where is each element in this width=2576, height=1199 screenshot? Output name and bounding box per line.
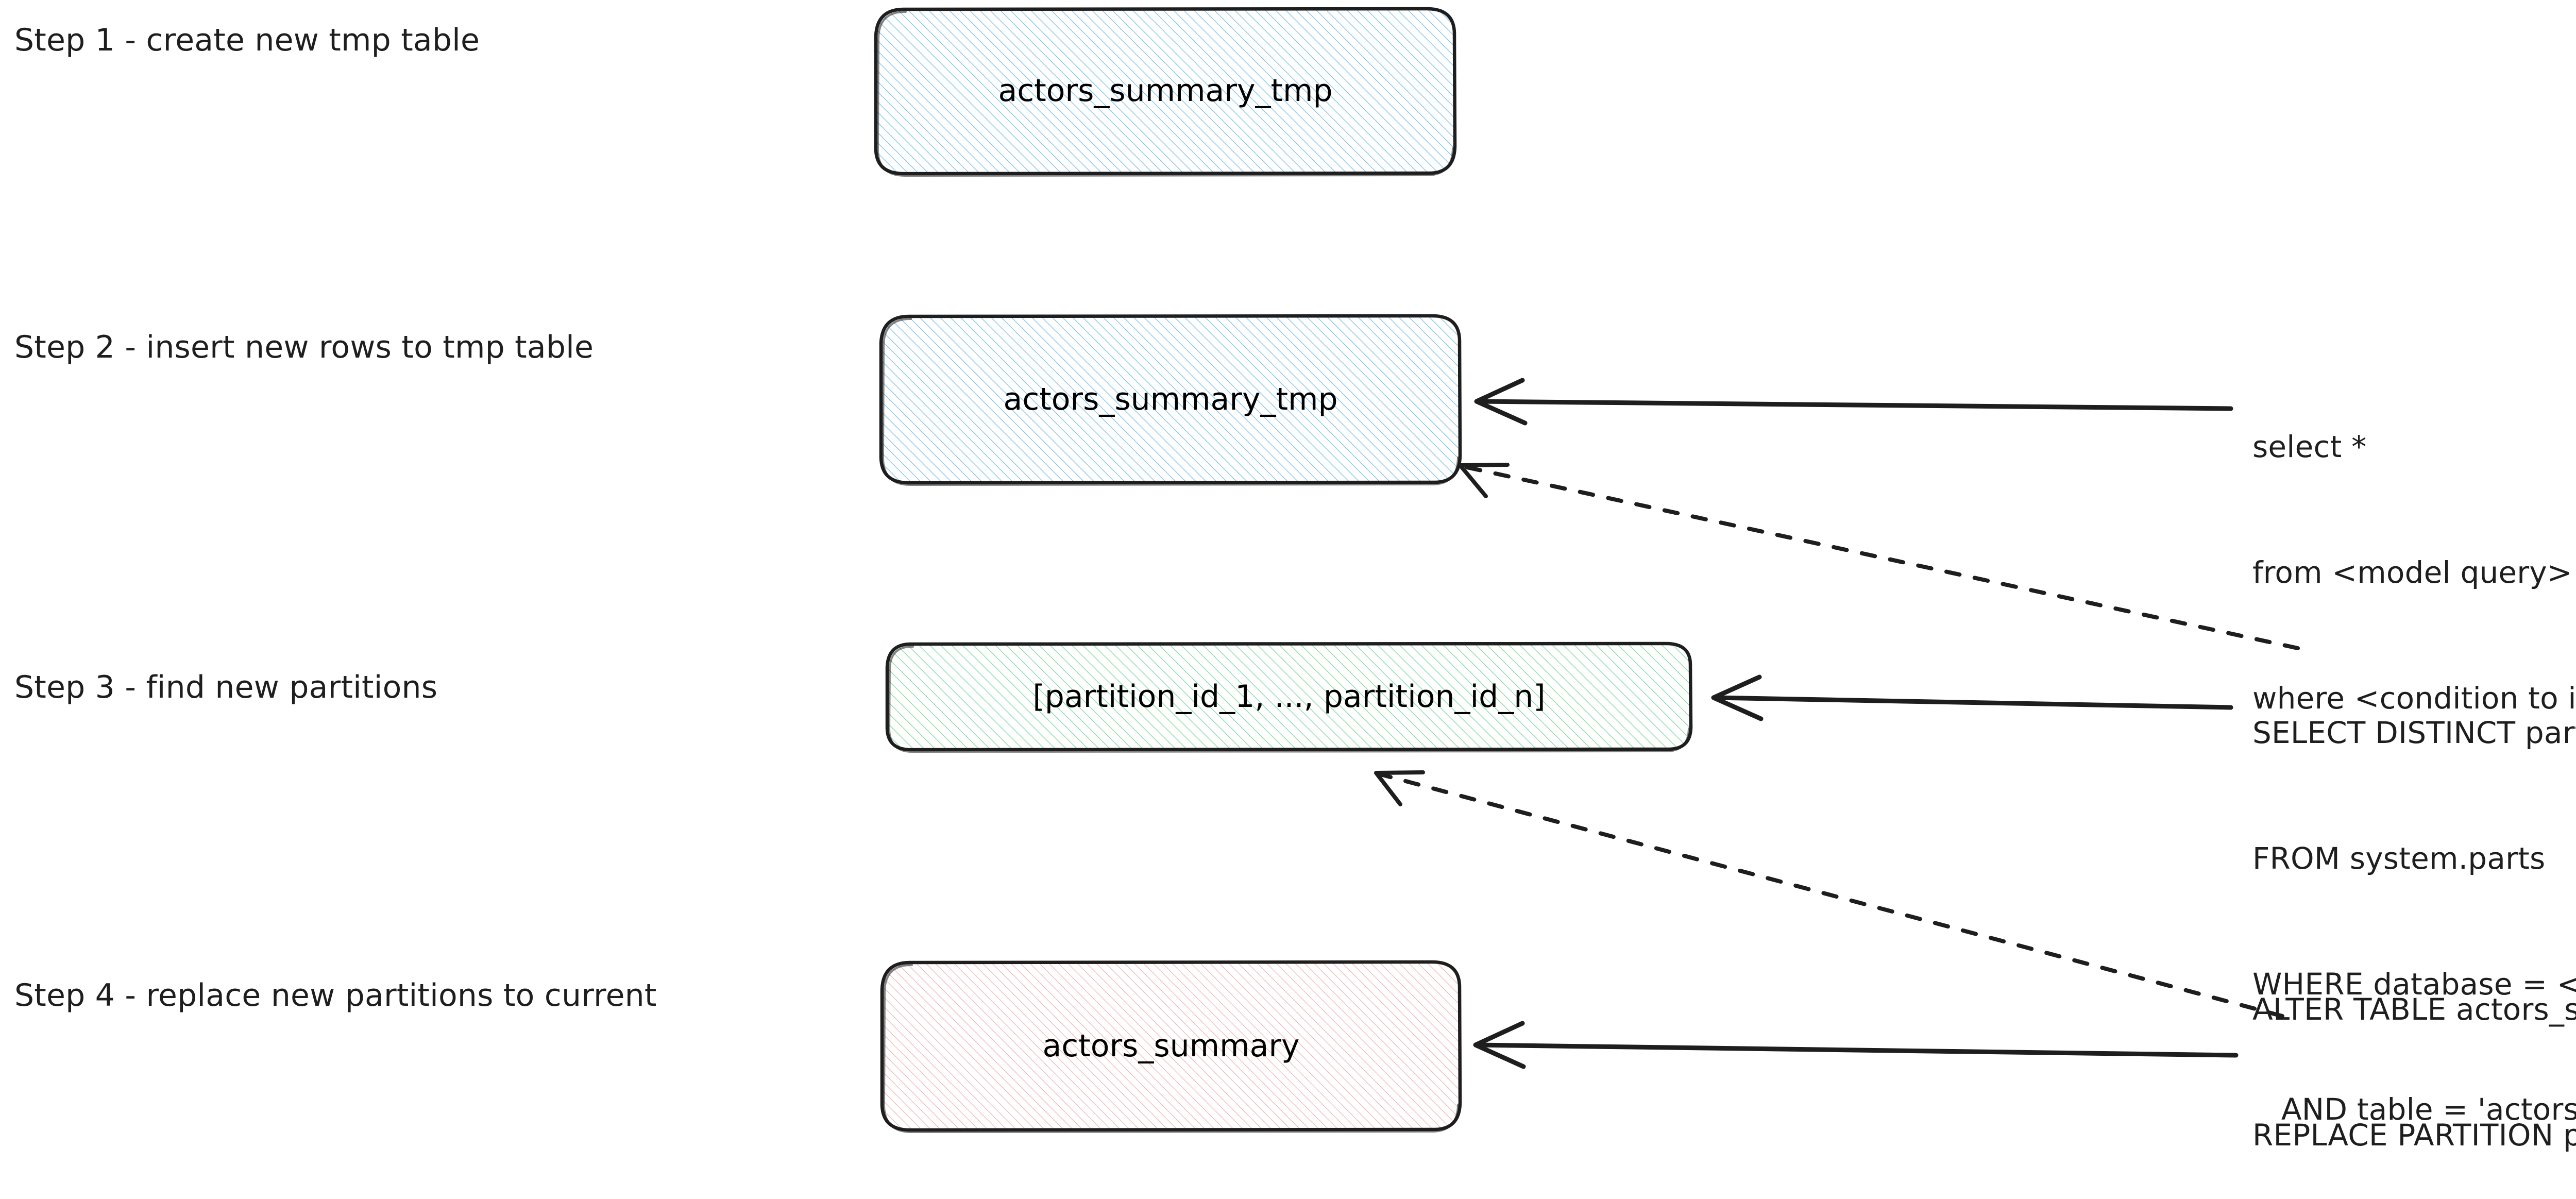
code-line: from <model query> bbox=[2252, 554, 2572, 590]
arrow-findpartitions-to-tmp bbox=[1458, 463, 2300, 650]
code-line: REPLACE PARTITION partition_id_1 bbox=[2252, 1117, 2576, 1153]
arrow-replace-to-list bbox=[1374, 770, 2284, 1018]
node-label-actors-summary-wrap: actors_summary bbox=[882, 961, 1460, 1130]
code-block-replace-partitions-query: ALTER TABLE actors_summary REPLACE PARTI… bbox=[2252, 905, 2576, 1199]
code-line: FROM system.parts bbox=[2252, 840, 2546, 876]
step-label-3: Step 3 - find new partitions bbox=[14, 669, 438, 705]
node-label-tmp-table-1-wrap: actors_summary_tmp bbox=[876, 8, 1455, 173]
node-label-actors-summary: actors_summary bbox=[1042, 1028, 1300, 1064]
step-label-1: Step 1 - create new tmp table bbox=[14, 22, 480, 58]
step-label-2: Step 2 - insert new rows to tmp table bbox=[14, 329, 594, 365]
step-label-4: Step 4 - replace new partitions to curre… bbox=[14, 977, 657, 1014]
node-label-partition-list: [partition_id_1, ..., partition_id_n] bbox=[1032, 679, 1546, 715]
code-line: select * bbox=[2252, 429, 2367, 465]
node-label-tmp-table-2: actors_summary_tmp bbox=[1003, 381, 1338, 417]
arrow-insert-to-tmp bbox=[1474, 378, 2233, 426]
code-line: WHERE database = <database> bbox=[2252, 966, 2576, 1002]
node-label-partition-list-wrap: [partition_id_1, ..., partition_id_n] bbox=[887, 643, 1691, 750]
code-line: AND table = 'actors_summary_tmp' bbox=[2281, 1092, 2576, 1127]
node-label-tmp-table-1: actors_summary_tmp bbox=[998, 73, 1333, 109]
node-label-tmp-table-2-wrap: actors_summary_tmp bbox=[881, 315, 1460, 483]
arrow-findpartitions-to-list bbox=[1711, 674, 2233, 721]
arrow-replace-to-actors bbox=[1473, 1021, 2239, 1069]
code-line: SELECT DISTINCT partition_id bbox=[2252, 715, 2576, 751]
code-line: ALTER TABLE actors_summary bbox=[2252, 992, 2576, 1027]
code-block-find-partitions-query: SELECT DISTINCT partition_id FROM system… bbox=[2252, 629, 2576, 1199]
code-line: where <condition to identify new> bbox=[2252, 680, 2576, 716]
code-block-insert-query: select * from <model query> where <condi… bbox=[2252, 343, 2576, 803]
